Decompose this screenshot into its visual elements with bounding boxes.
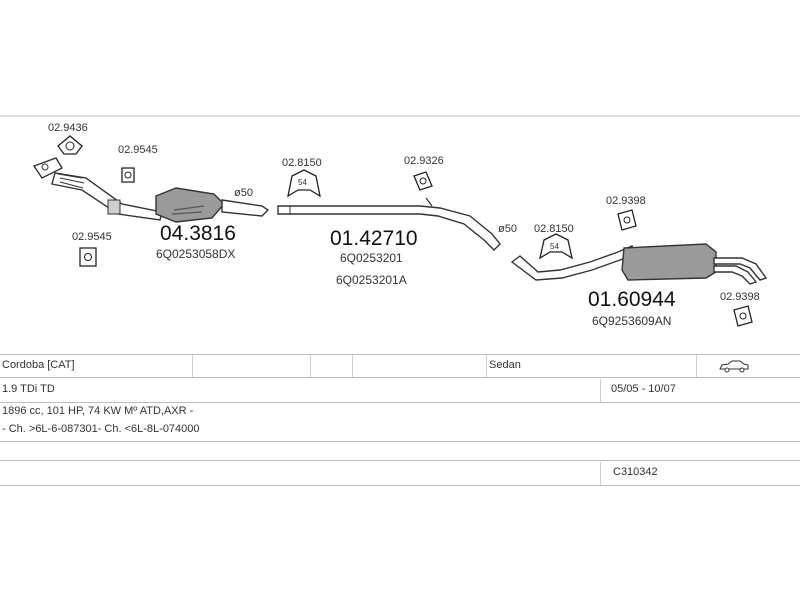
- table-row-blank: [0, 443, 800, 461]
- rubber-mount-02-8150-mid-icon: 54: [287, 169, 321, 198]
- sedan-car-icon: [719, 360, 749, 373]
- blank-cell-2: [310, 355, 352, 377]
- blank-catalog-left: [0, 462, 600, 485]
- car-cell: [352, 355, 749, 377]
- part-oe-6Q0253201: 6Q0253201: [340, 251, 403, 265]
- hanger-02-9398-lower-icon: [733, 305, 753, 327]
- spec-cell: 1896 cc, 101 HP, 74 KW Mº ATD,AXR -: [2, 405, 194, 417]
- hanger-02-9545-upper-icon: [121, 167, 135, 183]
- hanger-02-9545-lower-icon: [79, 247, 97, 267]
- table-row-spec: 1896 cc, 101 HP, 74 KW Mº ATD,AXR -: [0, 404, 800, 422]
- rubber-mount-02-8150-rear-icon: 54: [539, 233, 573, 260]
- callout-hanger-2: 02.9545: [72, 231, 112, 243]
- callout-rubber-mid: 02.8150: [282, 157, 322, 169]
- body-cell: Sedan: [486, 355, 696, 377]
- chassis-cell: - Ch. >6L-6-087301- Ch. <6L-8L-074000: [2, 423, 200, 435]
- callout-rubber-rear: 02.8150: [534, 223, 574, 235]
- table-row-engine: 1.9 TDi TD 05/05 - 10/07: [0, 379, 800, 403]
- svg-text:54: 54: [550, 242, 559, 251]
- rear-silencer: [510, 243, 768, 285]
- middle-pipe: [277, 197, 501, 251]
- table-row-chassis: - Ch. >6L-6-087301- Ch. <6L-8L-074000: [0, 422, 800, 442]
- blank-cell-3: [696, 355, 800, 377]
- part-oe-6Q0253058DX: 6Q0253058DX: [156, 247, 235, 261]
- hanger-02-9326-icon: [413, 171, 433, 191]
- catalytic-converter: [155, 187, 270, 223]
- engine-cell: 1.9 TDi TD: [2, 383, 55, 395]
- table-row-model: Cordoba [CAT] Sedan: [0, 354, 800, 378]
- callout-hanger-mid: 02.9326: [404, 155, 444, 167]
- dates-cell: 05/05 - 10/07: [600, 379, 800, 402]
- table-row-catalog: C310342: [0, 462, 800, 486]
- callout-hanger-rear-1: 02.9398: [606, 195, 646, 207]
- blank-cell-1: [192, 355, 310, 377]
- diameter-mid: ø50: [498, 223, 517, 235]
- model-cell: Cordoba [CAT]: [2, 359, 75, 371]
- part-code-01-60944: 01.60944: [588, 288, 676, 311]
- callout-hanger-1: 02.9545: [118, 144, 158, 156]
- part-code-01-42710: 01.42710: [330, 227, 418, 250]
- front-pipe: [51, 172, 163, 221]
- callout-hanger-rear-2: 02.9398: [720, 291, 760, 303]
- hanger-02-9398-upper-icon: [617, 209, 637, 231]
- part-code-04-3816: 04.3816: [160, 222, 236, 245]
- catalog-cell: C310342: [600, 462, 800, 485]
- svg-text:54: 54: [298, 178, 307, 187]
- part-oe-6Q0253201A: 6Q0253201A: [336, 273, 407, 287]
- front-flange: [32, 157, 63, 179]
- callout-clamp-front: 02.9436: [48, 122, 88, 134]
- clamp-02-9436-icon: [57, 135, 83, 155]
- diameter-front: ø50: [234, 187, 253, 199]
- part-oe-6Q9253609AN: 6Q9253609AN: [592, 314, 671, 328]
